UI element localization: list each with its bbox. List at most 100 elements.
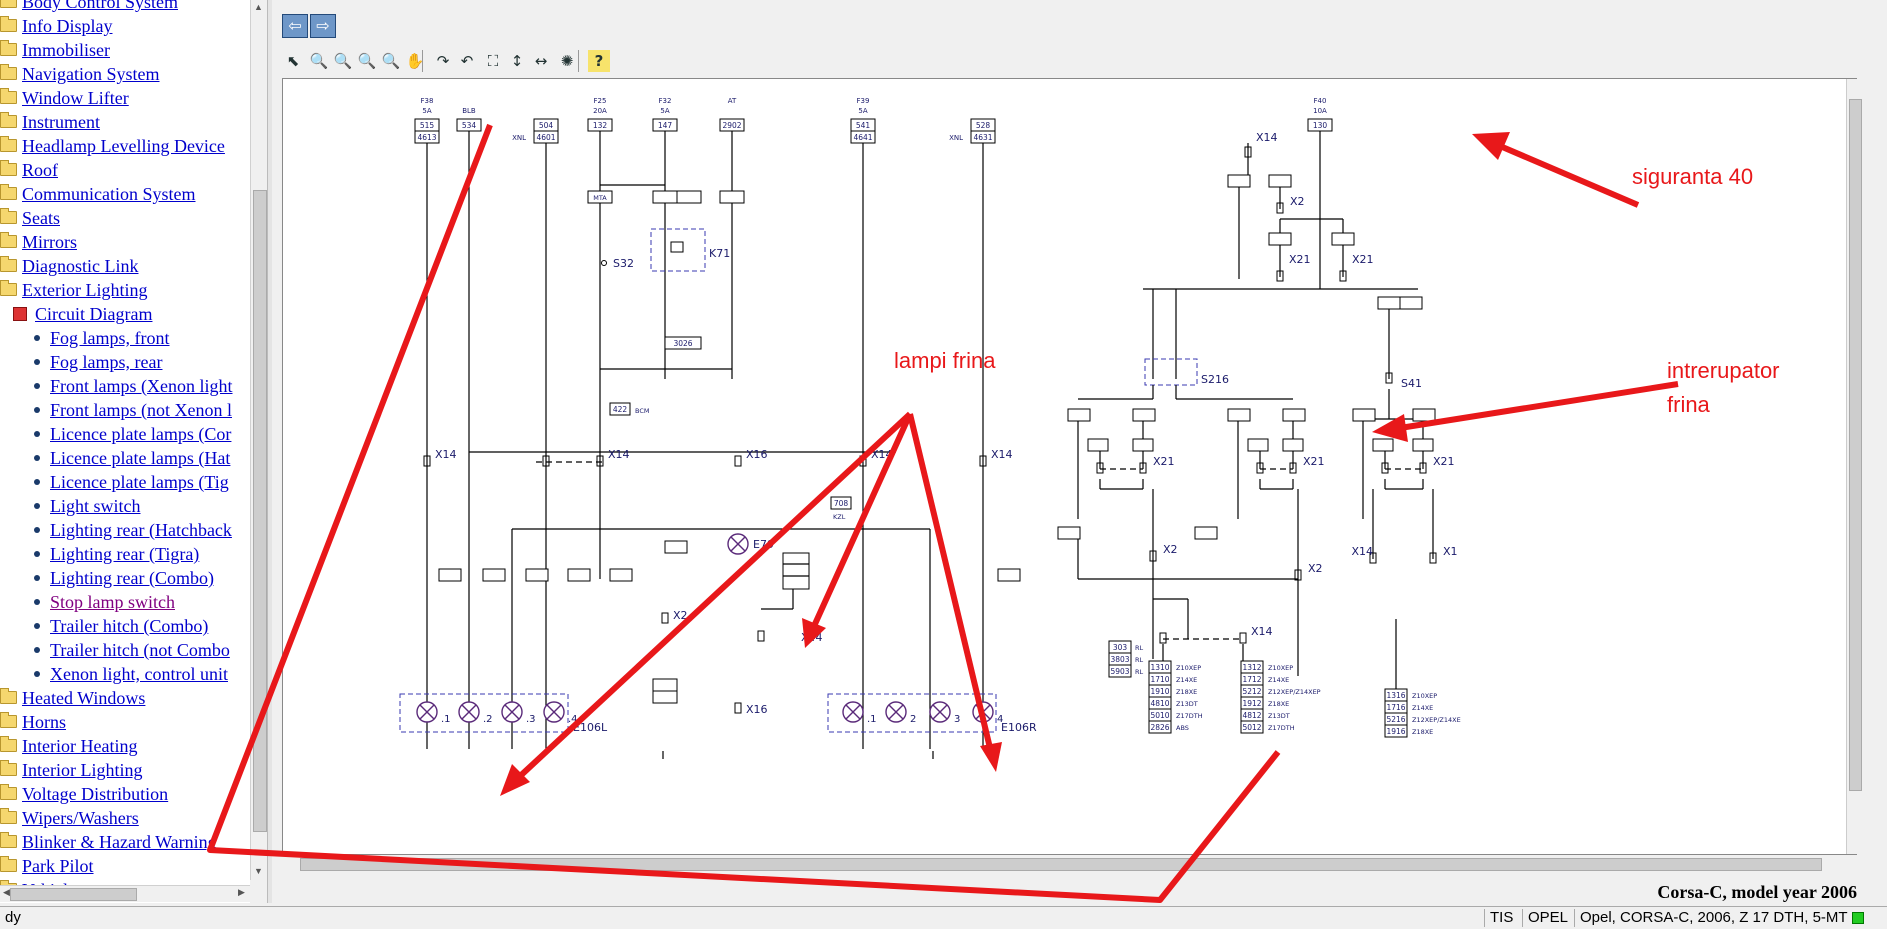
tree-item[interactable]: Instrument [0, 110, 100, 134]
tree-item[interactable]: Light switch [34, 494, 141, 518]
tree-item[interactable]: Wipers/Washers [0, 806, 139, 830]
diagram-vertical-scrollbar[interactable] [1846, 79, 1863, 854]
bullet-icon [34, 623, 40, 629]
engine-code: Z14XE [1176, 676, 1197, 684]
tree-item-label: Fog lamps, front [50, 328, 170, 348]
scroll-up-icon[interactable]: ▲ [254, 2, 263, 12]
bullet-icon [34, 527, 40, 533]
zoom-out-icon[interactable]: 🔍 [333, 52, 353, 70]
tree-horizontal-scrollbar[interactable]: ◀ ▶ [0, 885, 250, 902]
tree-item[interactable]: Trailer hitch (Combo) [34, 614, 208, 638]
connector-label: MTA [593, 194, 607, 202]
highlight-icon[interactable]: ✺ [560, 52, 574, 70]
tree-hscroll-thumb[interactable] [10, 888, 137, 901]
tree-item[interactable]: Front lamps (not Xenon l [34, 398, 232, 422]
tree-item[interactable]: Heated Windows [0, 686, 145, 710]
connector-box [1331, 232, 1355, 246]
bullet-icon [34, 431, 40, 437]
tree-item[interactable]: Lighting rear (Hatchback [34, 518, 232, 542]
bullet-icon [34, 503, 40, 509]
connector-box [1412, 408, 1436, 422]
connector-box [997, 568, 1021, 582]
connector-box [676, 190, 702, 204]
tree-item[interactable]: Interior Lighting [0, 758, 142, 782]
fit-height-icon[interactable]: ↕ [510, 52, 524, 70]
tree-item[interactable]: Voltage Distribution [0, 782, 168, 806]
scroll-left-icon[interactable]: ◀ [3, 887, 10, 897]
zoom-in-icon[interactable]: 🔍 [309, 52, 329, 70]
tree-item[interactable]: Licence plate lamps (Hat [34, 446, 230, 470]
rotate-left-icon[interactable]: ↶ [460, 52, 474, 70]
connector-label: 4812 [1242, 711, 1261, 720]
fit-width-icon[interactable]: ↔ [534, 52, 548, 70]
tree-item[interactable]: Mirrors [0, 230, 77, 254]
tree-item[interactable]: Horns [0, 710, 66, 734]
tree-item[interactable]: Body Control System [0, 0, 178, 14]
back-button[interactable]: ⇦ [282, 14, 308, 38]
connector-label: 1910 [1150, 687, 1169, 696]
tree-item[interactable]: Seats [0, 206, 60, 230]
fit-page-icon[interactable]: ⛶ [487, 52, 499, 70]
pan-hand-icon[interactable]: ✋ [405, 52, 425, 70]
help-icon[interactable]: ? [588, 50, 610, 72]
connector-pin [1294, 569, 1302, 581]
scroll-right-icon[interactable]: ▶ [238, 887, 245, 897]
bullet-icon [34, 455, 40, 461]
tree-item[interactable]: Interior Heating [0, 734, 138, 758]
connector-box [1132, 438, 1154, 452]
tree-item[interactable]: Window Lifter [0, 86, 129, 110]
tree-item-label: Interior Heating [22, 736, 138, 756]
tree-item-label: Light switch [50, 496, 141, 516]
connector-box [1227, 174, 1251, 188]
tree-item[interactable]: Diagnostic Link [0, 254, 138, 278]
tree-item[interactable]: Info Display [0, 14, 112, 38]
diagram-hscroll-thumb[interactable] [300, 858, 1822, 871]
connector-box [1268, 174, 1292, 188]
diagram-vscroll-thumb[interactable] [1849, 99, 1862, 791]
fuse-name: F25 [594, 97, 607, 105]
tree-item[interactable]: Roof [0, 158, 58, 182]
tree-item[interactable]: Trailer hitch (not Combo [34, 638, 230, 662]
tree-item-label: Xenon light, control unit [50, 664, 228, 684]
tree-item[interactable]: Blinker & Hazard Warning [0, 830, 217, 854]
engine-code: Z12XEP/Z14XE [1412, 716, 1461, 724]
zoom-area-icon[interactable]: 🔍 [381, 52, 401, 70]
tree-item[interactable]: Licence plate lamps (Tig [34, 470, 229, 494]
connector-box [652, 690, 678, 704]
lamp-number: 3 [954, 714, 960, 725]
forward-button[interactable]: ⇨ [310, 14, 336, 38]
connector-pin [1239, 632, 1247, 644]
tree-item-label: Navigation System [22, 64, 160, 84]
tree-item-label: Lighting rear (Hatchback [50, 520, 232, 540]
tree-item[interactable]: Front lamps (Xenon light [34, 374, 233, 398]
lamp-number: .3 [526, 714, 536, 725]
tree-item[interactable]: Fog lamps, front [34, 326, 170, 350]
tree-item[interactable]: Lighting rear (Combo) [34, 566, 214, 590]
tree-scroll-thumb[interactable] [253, 190, 267, 832]
connector-box [782, 552, 810, 590]
select-arrow-icon[interactable]: ⬉ [286, 52, 300, 70]
tree-item[interactable]: Immobiliser [0, 38, 110, 62]
tree-item[interactable]: Park Pilot [0, 854, 94, 878]
status-bar: dy TIS OPEL Opel, CORSA-C, 2006, Z 17 DT… [0, 906, 1887, 929]
tree-vertical-scrollbar[interactable]: ▲ ▼ [250, 0, 268, 880]
connector-x2: X2 [1290, 195, 1305, 208]
diagram-horizontal-scrollbar[interactable] [282, 856, 1845, 872]
tree-item[interactable]: Lighting rear (Tigra) [34, 542, 199, 566]
scroll-down-icon[interactable]: ▼ [254, 866, 263, 876]
tree-item[interactable]: Communication System [0, 182, 196, 206]
tree-item[interactable]: Fog lamps, rear [34, 350, 162, 374]
connector-label: 4601 [536, 133, 555, 142]
zoom-icon[interactable]: 🔍 [357, 52, 377, 70]
tree-item[interactable]: Licence plate lamps (Cor [34, 422, 231, 446]
tree-item[interactable]: Xenon light, control unit [34, 662, 228, 686]
rotate-right-icon[interactable]: ↷ [436, 52, 450, 70]
connector-box [1067, 408, 1091, 422]
tree-item[interactable]: Headlamp Levelling Device [0, 134, 225, 158]
tree-item[interactable]: Exterior Lighting [0, 278, 147, 302]
connector-label: 1916 [1386, 727, 1405, 736]
tree-item[interactable]: Circuit Diagram [13, 302, 152, 326]
tree-item[interactable]: Navigation System [0, 62, 160, 86]
tree-item[interactable]: Stop lamp switch [34, 590, 175, 614]
